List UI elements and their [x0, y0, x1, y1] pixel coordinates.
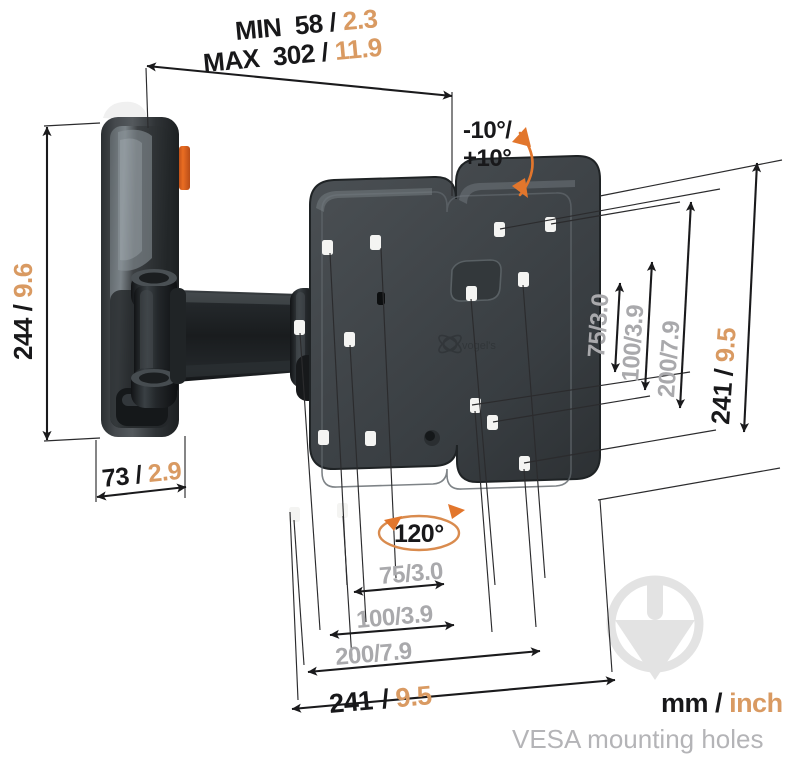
svg-text:200/7.9: 200/7.9 — [334, 637, 413, 671]
plumb-bob-logo-watermark — [606, 575, 704, 680]
vesa-v-75-line — [610, 282, 625, 373]
vesa-h-200-line — [307, 647, 541, 676]
brand-logo-embossed: vogel's — [438, 334, 496, 354]
articulating-arm — [131, 269, 320, 408]
vesa-h-75-line — [353, 580, 445, 596]
svg-text:120°: 120° — [394, 520, 444, 548]
vesa-h-100-line — [329, 621, 455, 639]
plate-width-label: 241 / 9.5 — [328, 680, 433, 719]
svg-text:-10°/: -10°/ — [463, 117, 512, 144]
svg-text:73 / 2.9: 73 / 2.9 — [101, 457, 183, 493]
vesa-mount-plate: vogel's — [289, 154, 601, 522]
svg-text:mm / inch: mm / inch — [661, 688, 783, 718]
wallplate-depth-line — [96, 483, 187, 501]
depth-max-label: MAX 302 / 11.9 — [202, 32, 383, 78]
plate-height-line — [739, 162, 762, 433]
vesa-holes — [289, 217, 556, 522]
vesa-h-100-label: 100/3.9 — [355, 600, 434, 634]
vesa-v-100-label: 100/3.9 — [617, 304, 649, 382]
vesa-v-100-line — [640, 261, 657, 391]
svg-text:100/3.9: 100/3.9 — [355, 600, 434, 634]
svg-text:200/7.9: 200/7.9 — [653, 320, 685, 398]
vesa-v-75-label: 75/3.0 — [583, 293, 614, 359]
swivel-angle-label: 120° — [394, 520, 444, 548]
plate-height-label: 241 / 9.5 — [705, 327, 742, 426]
svg-text:75/3.0: 75/3.0 — [583, 293, 614, 359]
orange-release-tab — [179, 146, 190, 190]
vesa-h-75-label: 75/3.0 — [378, 558, 444, 590]
vesa-h-200-label: 200/7.9 — [334, 637, 413, 671]
svg-text:100/3.9: 100/3.9 — [617, 304, 649, 382]
svg-text:MAX 302 /: MAX 302 / 11.9 — [202, 32, 383, 78]
wallplate-height-label: 244 / 9.6 — [8, 263, 38, 360]
tilt-angle-label: -10°/ +10° — [463, 117, 513, 172]
plate-width-line — [291, 676, 616, 713]
svg-text:+10°: +10° — [463, 145, 511, 172]
units-legend: mm / inch — [661, 688, 783, 718]
wallplate-depth-label: 73 / 2.9 — [101, 457, 183, 493]
vesa-v-200-label: 200/7.9 — [653, 320, 685, 398]
svg-text:241 / 9.5: 241 / 9.5 — [705, 327, 742, 426]
svg-text:MIN 58 /: MIN 58 / 2.3 — [234, 3, 379, 46]
swivel-rotation-indicator — [377, 504, 465, 552]
dimension-lines — [42, 62, 762, 713]
vesa-legend: VESA mounting holes — [512, 724, 764, 754]
depth-min-label: MIN 58 / 2.3 — [234, 3, 379, 46]
vesa-v-200-line — [675, 201, 696, 409]
svg-text:75/3.0: 75/3.0 — [378, 558, 444, 590]
depth-dimension-line — [146, 62, 453, 100]
svg-text:vogel's: vogel's — [462, 340, 496, 352]
svg-text:VESA mounting holes: VESA mounting holes — [512, 724, 764, 754]
tilt-rotation-indicator — [512, 127, 534, 198]
svg-text:244 / 9.6: 244 / 9.6 — [8, 263, 38, 360]
svg-text:241 / 9.5: 241 / 9.5 — [328, 680, 433, 719]
